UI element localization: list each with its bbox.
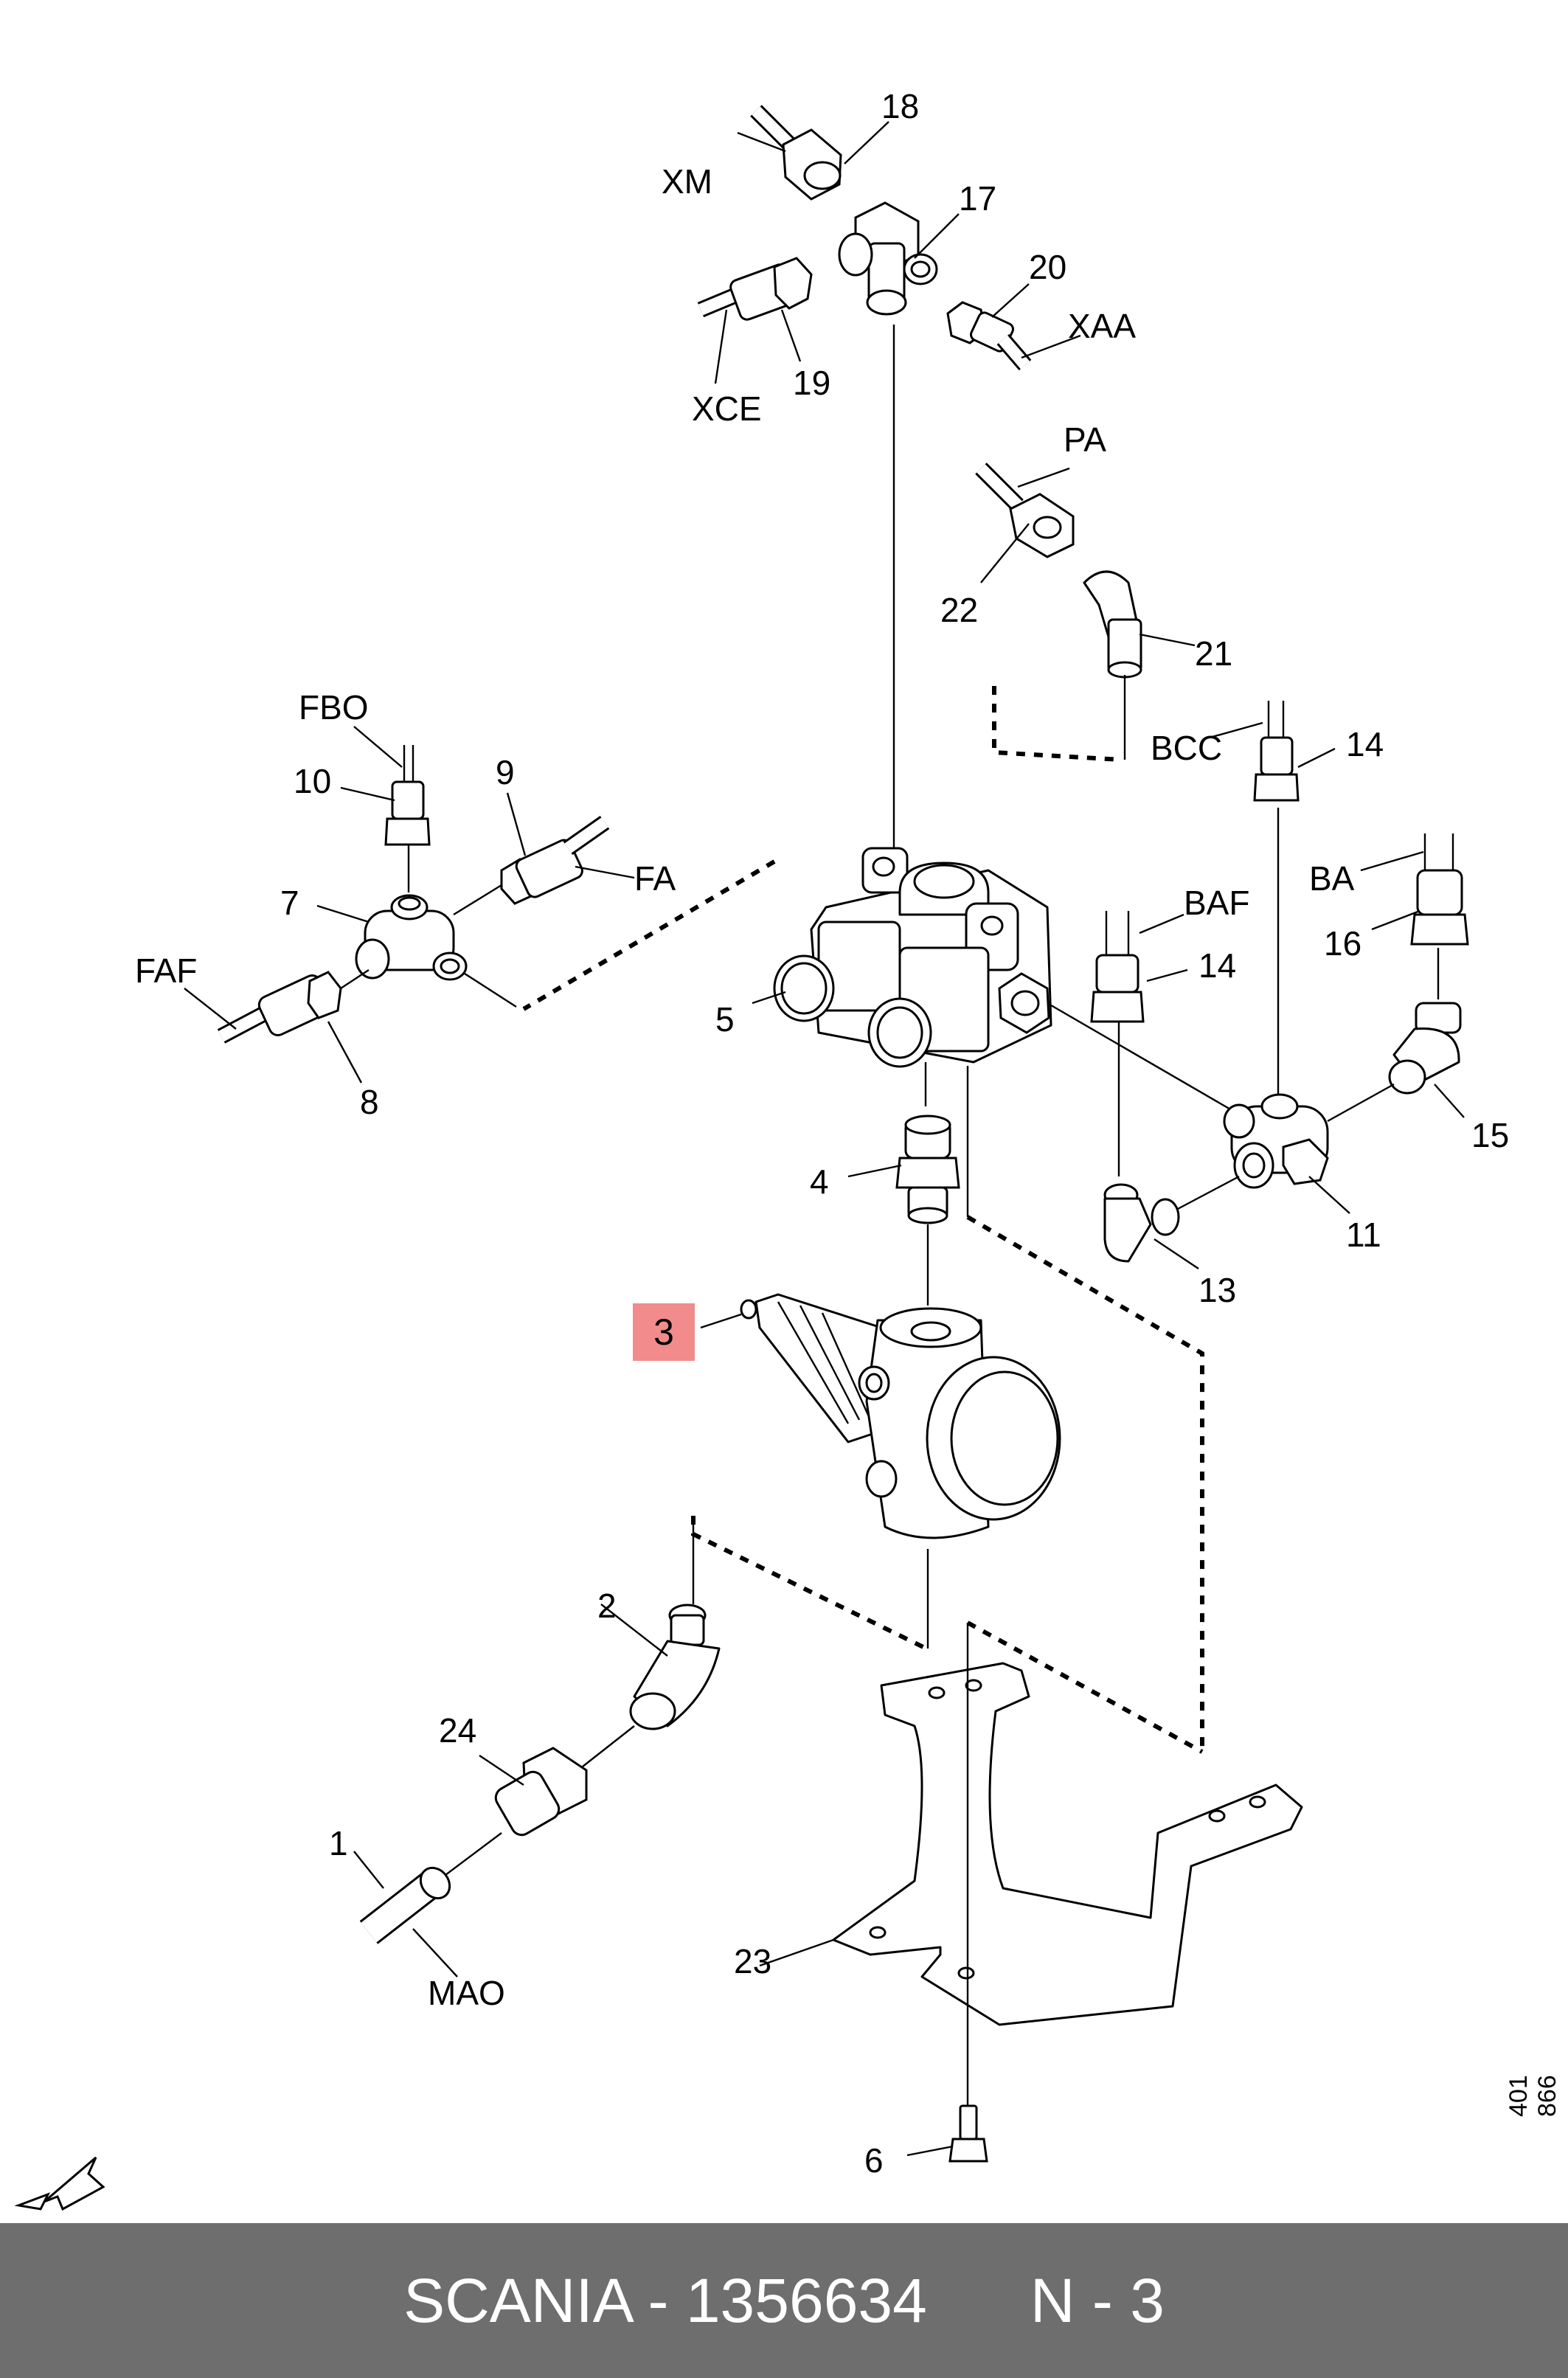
tee-17	[838, 201, 938, 316]
elbow-13	[1103, 1183, 1180, 1263]
part-number: 1356634	[685, 2265, 927, 2335]
nut-18	[782, 128, 842, 201]
callout-7: 7	[280, 884, 299, 922]
label-fbo: FBO	[299, 688, 369, 727]
bracket-23	[759, 1623, 1303, 2139]
pipe-1	[359, 1866, 451, 1944]
callout-5: 5	[715, 1000, 735, 1039]
callout-1: 1	[329, 1824, 348, 1862]
exploded-parts-diagram: 18 17 20 19 22 21 14 10 9 7 14 16 5 8 15…	[14, 87, 1509, 2211]
dashed-guide-lines	[522, 686, 1204, 1754]
fitting-19	[729, 257, 813, 321]
callout-11: 11	[1346, 1216, 1381, 1254]
callout-4: 4	[810, 1162, 829, 1201]
fitting-10	[384, 780, 431, 846]
lower-line-assembly	[353, 1516, 721, 1977]
position-label: N - 3	[1030, 2265, 1165, 2335]
callout-22: 22	[940, 591, 978, 629]
callout-14-mid: 14	[1198, 946, 1236, 985]
valve-5	[752, 847, 1232, 1217]
label-xm: XM	[662, 162, 712, 201]
callout-14-top: 14	[1346, 725, 1384, 763]
callout-13: 13	[1198, 1271, 1236, 1309]
valve-3	[700, 1293, 1061, 1649]
fitting-16	[1410, 869, 1469, 946]
callout-21: 21	[1195, 634, 1232, 673]
direction-arrow-icon	[14, 2156, 105, 2211]
label-fa: FA	[634, 859, 676, 898]
callout-17: 17	[959, 179, 996, 218]
fitting-8	[257, 971, 342, 1036]
elbow-2	[629, 1604, 721, 1730]
footer-separator: -	[631, 2265, 686, 2335]
label-bcc: BCC	[1151, 729, 1222, 767]
callout-8: 8	[360, 1083, 379, 1121]
label-baf: BAF	[1184, 884, 1249, 922]
footer-caption: SCANIA - 1356634 N - 3	[403, 2265, 1165, 2337]
elbow-15	[1388, 1002, 1462, 1095]
label-xaa: XAA	[1068, 307, 1136, 345]
callout-10: 10	[294, 762, 331, 800]
fitting-14-top	[1253, 736, 1300, 802]
label-mao: MAO	[428, 1974, 505, 2012]
nut-24	[494, 1747, 588, 1837]
callout-numbers: 18 17 20 19 22 21 14 10 9 7 14 16 5 8 15…	[280, 87, 1509, 2180]
bolt-6	[906, 2104, 988, 2163]
brand-name: SCANIA	[403, 2265, 631, 2335]
callout-20: 20	[1029, 248, 1066, 286]
fitting-9	[500, 839, 583, 905]
callout-6: 6	[864, 2141, 884, 2180]
callout-2: 2	[597, 1587, 617, 1625]
label-faf: FAF	[135, 951, 197, 990]
callout-15: 15	[1471, 1116, 1509, 1154]
nut-22	[1009, 493, 1075, 558]
elbow-21	[1083, 570, 1142, 679]
left-tee-assembly	[184, 726, 635, 1084]
callout-18: 18	[881, 87, 919, 125]
label-xce: XCE	[692, 389, 762, 428]
footer-banner: SCANIA - 1356634 N - 3	[0, 2223, 1568, 2378]
label-ba: BA	[1309, 859, 1355, 898]
right-tee-assembly	[1090, 701, 1469, 1269]
label-pa: PA	[1064, 420, 1106, 459]
connection-labels: XM XAA XCE PA BCC FBO FA FAF BAF BA MAO	[135, 162, 1355, 2012]
tee-7	[355, 894, 468, 981]
fitting-4	[847, 1115, 960, 1306]
callout-24: 24	[439, 1711, 476, 1750]
callout-23: 23	[734, 1942, 771, 1980]
footer-gap	[927, 2266, 1030, 2335]
callout-9: 9	[496, 753, 515, 791]
tee-11	[1223, 1093, 1329, 1189]
document-number: 401 866	[1505, 2075, 1561, 2117]
callout-19: 19	[793, 364, 830, 402]
pa-line-assembly	[975, 462, 1196, 760]
top-tee-assembly	[697, 105, 1081, 862]
callout-16: 16	[1324, 924, 1361, 963]
fitting-14-mid	[1090, 954, 1145, 1023]
highlighted-part-label: 3	[633, 1303, 695, 1361]
